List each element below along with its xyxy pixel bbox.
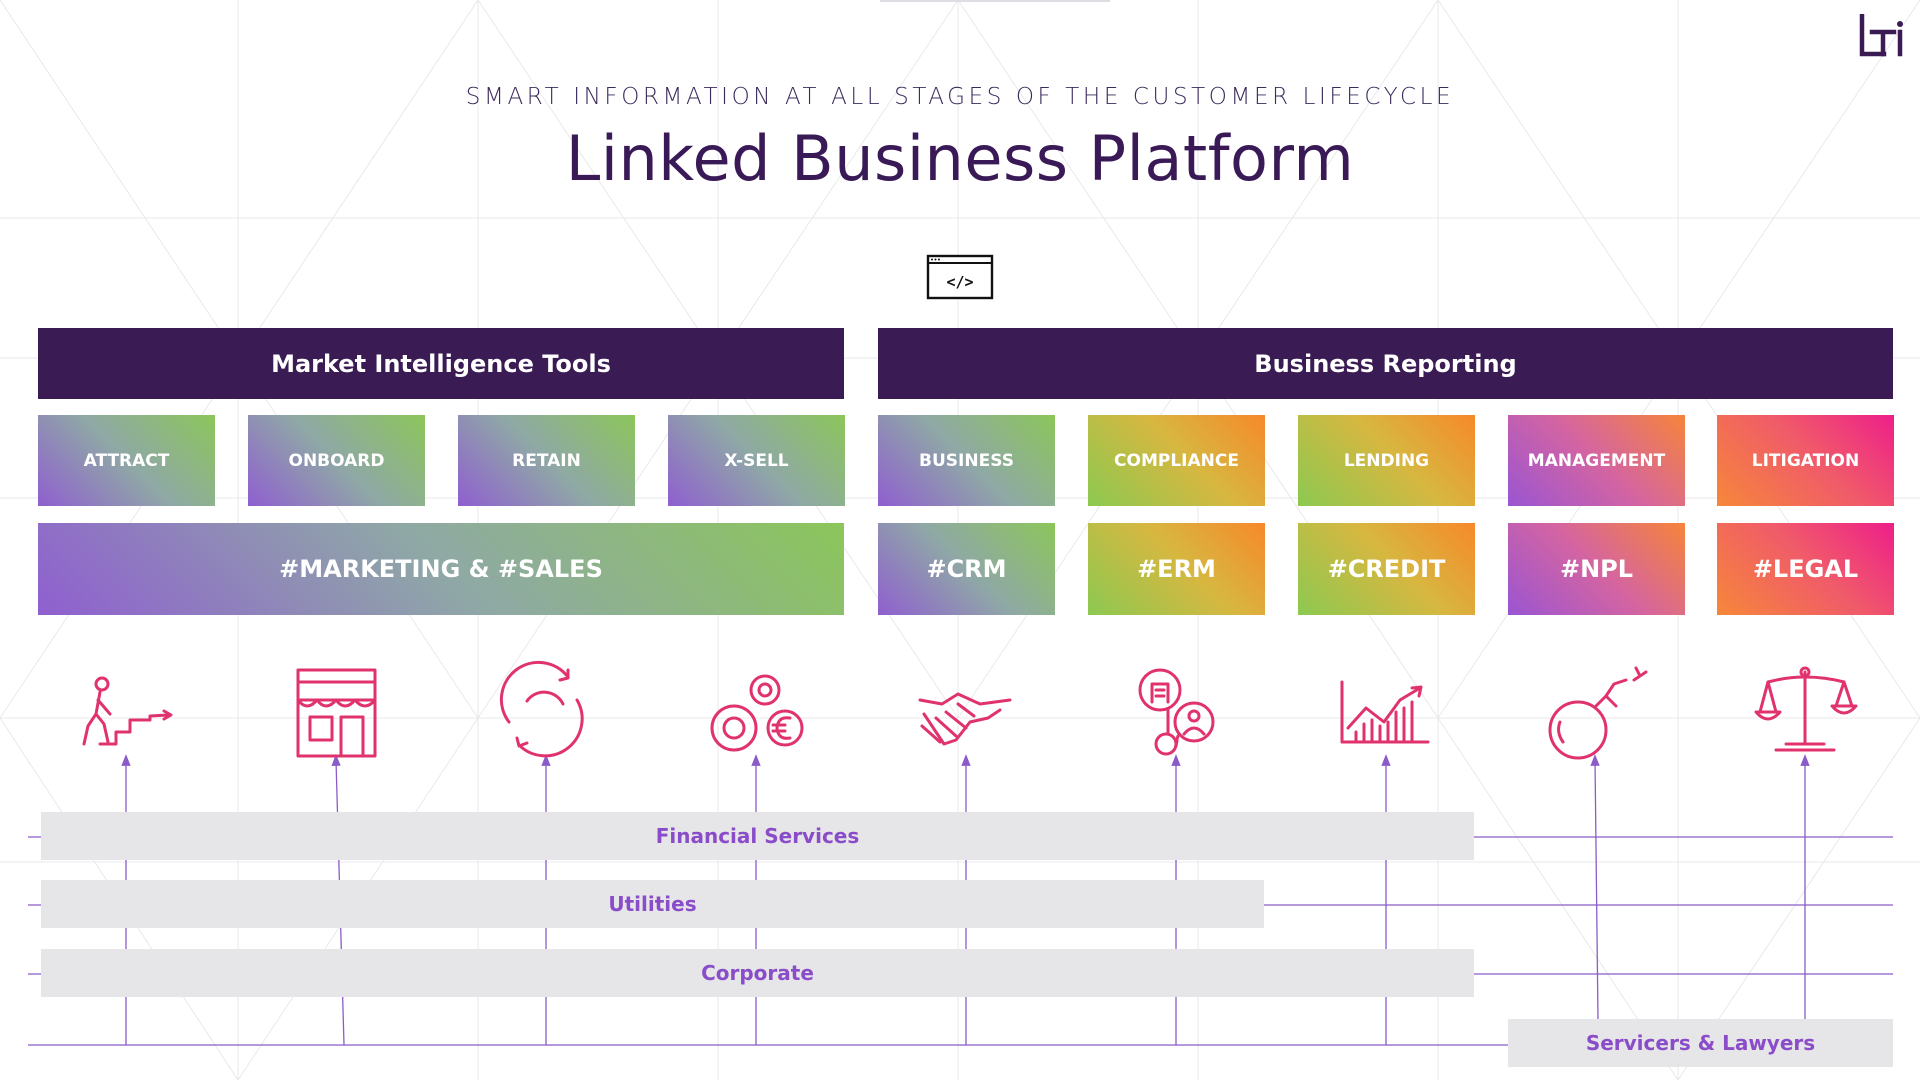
tile-retain[interactable]: RETAIN: [458, 415, 635, 506]
tile-attract[interactable]: ATTRACT: [38, 415, 215, 506]
segment-utilities: Utilities: [41, 880, 1264, 928]
tile-compliance[interactable]: COMPLIANCE: [1088, 415, 1265, 506]
gears-euro-icon: [710, 674, 804, 752]
tile-business[interactable]: BUSINESS: [878, 415, 1055, 506]
network-icon: [1138, 668, 1215, 756]
climbing-stairs-icon: [82, 676, 173, 746]
tile-management[interactable]: MANAGEMENT: [1508, 415, 1685, 506]
tile-litigation[interactable]: LITIGATION: [1717, 415, 1894, 506]
segment-corporate: Corporate: [41, 949, 1474, 997]
segment-servicers-lawyers: Servicers & Lawyers: [1508, 1019, 1893, 1067]
business-reporting-header: Business Reporting: [878, 328, 1893, 399]
storefront-icon: [296, 668, 377, 758]
tile-credit[interactable]: #CREDIT: [1298, 523, 1475, 615]
segment-financial-services: Financial Services: [41, 812, 1474, 860]
tile-lending[interactable]: LENDING: [1298, 415, 1475, 506]
bomb-icon: [1548, 666, 1648, 760]
svg-text:</>: </>: [946, 273, 973, 291]
tile-npl[interactable]: #NPL: [1508, 523, 1685, 615]
tile-crm[interactable]: #CRM: [878, 523, 1055, 615]
tile-erm[interactable]: #ERM: [1088, 523, 1265, 615]
page-title: Linked Business Platform: [565, 122, 1355, 195]
refresh-cycle-icon: [499, 660, 584, 758]
market-intelligence-header: Market Intelligence Tools: [38, 328, 844, 399]
growth-chart-icon: [1340, 680, 1430, 744]
tile-legal[interactable]: #LEGAL: [1717, 523, 1894, 615]
brand-logo: [1859, 14, 1903, 57]
code-window-icon: </>: [926, 254, 994, 300]
handshake-icon: [918, 692, 1012, 746]
tile-marketing-sales[interactable]: #MARKETING & #SALES: [38, 523, 844, 615]
tile-x-sell[interactable]: X-SELL: [668, 415, 845, 506]
tile-onboard[interactable]: ONBOARD: [248, 415, 425, 506]
page-subtitle: SMART INFORMATION AT ALL STAGES OF THE C…: [465, 84, 1455, 110]
scales-icon: [1754, 666, 1858, 752]
